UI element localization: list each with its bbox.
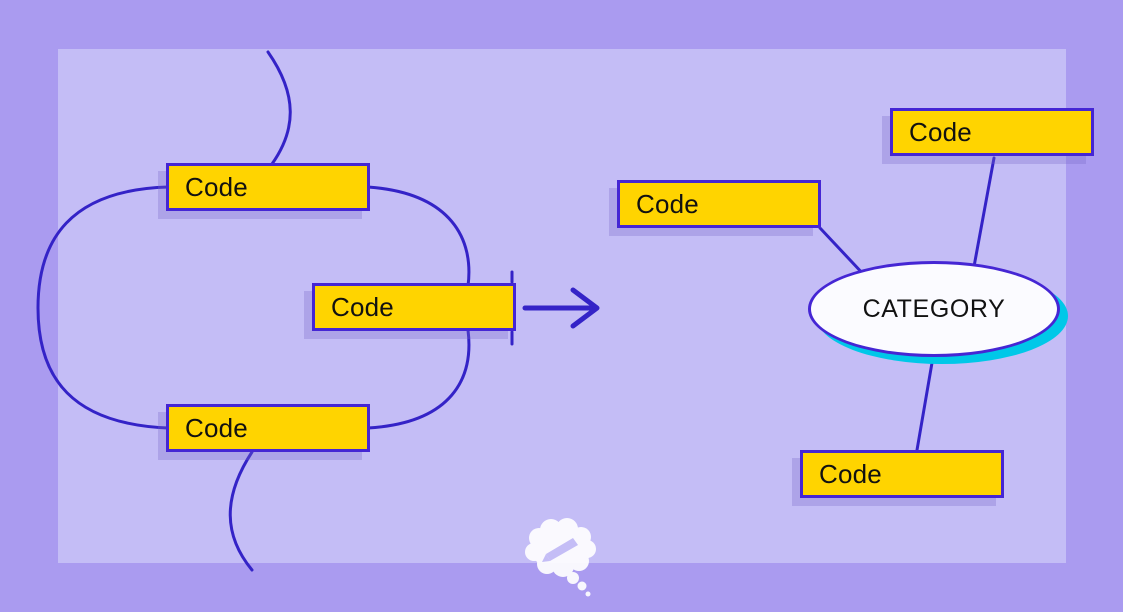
- category-ellipse-label: CATEGORY: [862, 294, 1006, 323]
- flow-arrow-head: [570, 287, 600, 329]
- code-node-label: Code: [185, 171, 248, 202]
- pencil-icon: [542, 538, 578, 562]
- category-ellipse[interactable]: CATEGORY: [808, 261, 1060, 357]
- code-node-right-left[interactable]: Code: [617, 180, 821, 228]
- connector-category-left: [818, 226, 868, 279]
- connector-category-topright: [971, 156, 996, 274]
- code-node-left-top[interactable]: Code: [166, 163, 370, 211]
- connector-category-bottom: [915, 355, 935, 452]
- code-node-left-bottom[interactable]: Code: [166, 404, 370, 452]
- connector-top-tail: [266, 50, 292, 166]
- code-node-label: Code: [185, 412, 248, 443]
- code-node-label: Code: [909, 116, 972, 147]
- connector-bottom-tail: [228, 450, 254, 572]
- code-node-label: Code: [819, 458, 882, 489]
- thought-bubble-pencil-logo: [525, 518, 596, 597]
- code-node-label: Code: [636, 188, 699, 219]
- connector-right-arc-upper: [366, 185, 471, 288]
- code-node-right-top[interactable]: Code: [890, 108, 1094, 156]
- code-node-label: Code: [331, 291, 394, 322]
- connector-left-arc: [36, 185, 170, 430]
- code-node-left-middle[interactable]: Code: [312, 283, 516, 331]
- connector-right-arc-lower: [366, 328, 471, 430]
- code-node-right-bottom[interactable]: Code: [800, 450, 1004, 498]
